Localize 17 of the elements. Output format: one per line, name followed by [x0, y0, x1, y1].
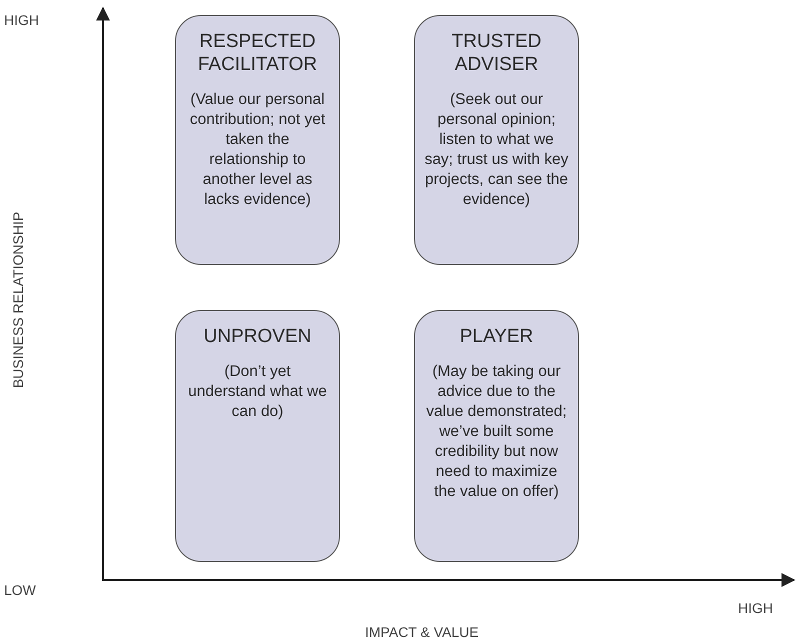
- quadrant-description: (Value our personal contribution; not yet taken the relationship to another level as lacks evidence): [188, 90, 326, 210]
- quadrant-box: [175, 15, 340, 265]
- axis-tick-label: HIGH: [4, 12, 39, 28]
- quadrant-box: [414, 15, 579, 265]
- axis-tick-label: LOW: [4, 582, 36, 598]
- quadrant-title: UNPROVEN: [204, 325, 312, 348]
- quadrant-description: (Don’t yet understand what we can do): [187, 362, 328, 422]
- quadrant-title: PLAYER: [460, 325, 534, 348]
- axis-title: BUSINESS RELATIONSHIP: [10, 212, 26, 388]
- quadrant-box: [175, 310, 340, 562]
- quadrant-description: (Seek out our personal opinion; listen to what we say; trust us with key projects, can see the evidence): [424, 90, 570, 210]
- quadrant-title: RESPECTED FACILITATOR: [196, 30, 318, 76]
- quadrant-box: [414, 310, 579, 562]
- quadrant-description: (May be taking our advice due to the value demonstrated; we’ve built some credibility but now need to maximize the value on offer): [425, 362, 568, 502]
- axis-tick-label: HIGH: [738, 600, 773, 616]
- axis-title: IMPACT & VALUE: [365, 624, 479, 640]
- quadrant-title: TRUSTED ADVISER: [450, 30, 542, 76]
